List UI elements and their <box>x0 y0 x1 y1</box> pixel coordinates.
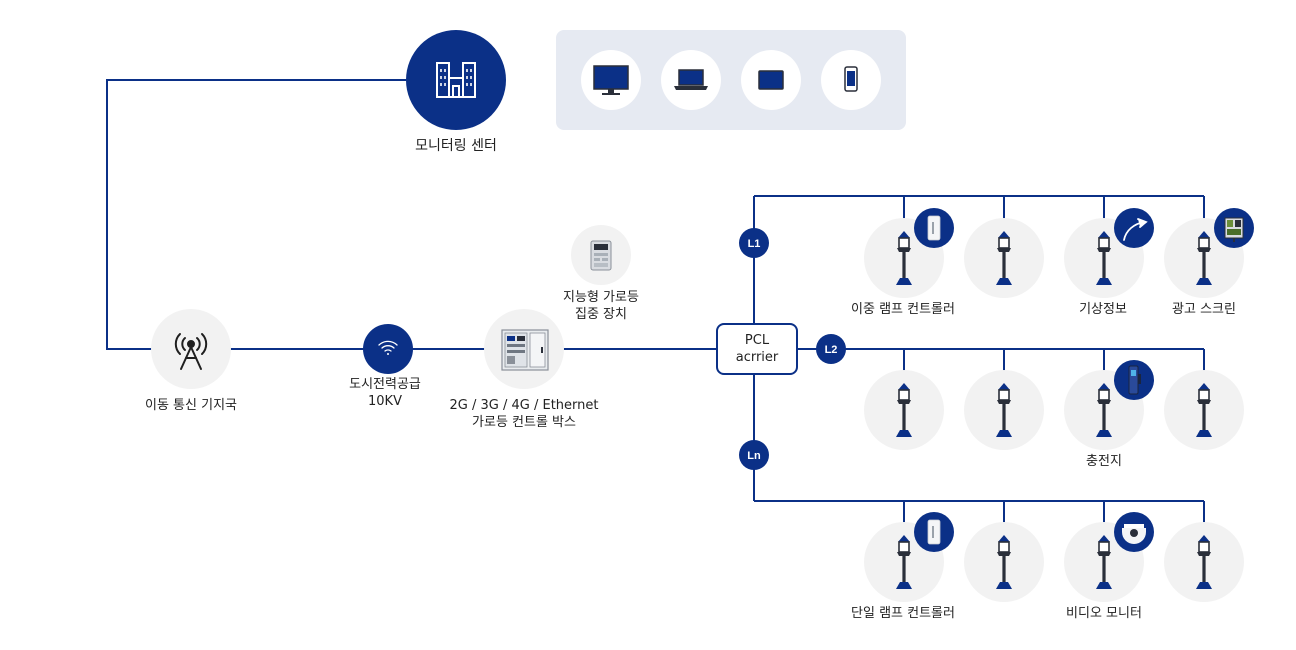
concentrator-label-line2: 집중 장치 <box>575 307 627 322</box>
building-icon <box>436 62 476 98</box>
monitoring-center-node <box>406 30 506 130</box>
ad-screen-icon <box>1224 217 1244 242</box>
line-badge-ln <box>739 440 769 470</box>
ad-screen-label: 광고 스크린 <box>1172 302 1236 317</box>
control-cabinet-icon <box>501 329 549 371</box>
line-badge-l1-label: L1 <box>748 238 761 250</box>
tablet-icon <box>758 70 784 90</box>
single-lamp-controller-badge <box>914 512 954 552</box>
single-lamp-controller-label: 단일 램프 컨트롤러 <box>851 606 955 621</box>
radio-tower-icon <box>174 333 208 370</box>
laptop-icon <box>674 69 708 90</box>
desktop-monitor-icon <box>593 65 629 95</box>
control-box-label-line2: 가로등 컨트롤 박스 <box>472 415 576 430</box>
meter-icon <box>590 240 612 271</box>
weather-info-badge <box>1114 208 1154 248</box>
weather-sensor-icon <box>1123 218 1148 241</box>
base-station-node <box>151 309 231 389</box>
video-monitor-badge <box>1114 512 1154 552</box>
weather-info-label: 기상정보 <box>1079 302 1127 317</box>
video-monitor-label: 비디오 모니터 <box>1066 606 1142 621</box>
line-badge-ln-label: Ln <box>747 450 761 462</box>
device-panel <box>556 30 906 130</box>
pcl-label-line1: PCL <box>744 333 770 348</box>
pcl-label-line2: acrrier <box>735 350 779 365</box>
charger-station-icon <box>1128 365 1141 395</box>
line-badge-l2 <box>816 334 846 364</box>
controller-device-icon <box>927 215 941 241</box>
controller-device-icon <box>927 519 941 545</box>
monitoring-center-label: 모니터링 센터 <box>415 138 497 154</box>
power-supply-node <box>363 324 413 374</box>
wifi-icon <box>378 340 398 355</box>
line-badge-l2-label: L2 <box>825 344 838 356</box>
control-box-node <box>484 309 564 389</box>
power-supply-label-line2: 10KV <box>368 394 402 409</box>
dome-camera-icon <box>1122 524 1146 544</box>
power-supply-label-line1: 도시전력공급 <box>349 377 421 392</box>
concentrator-label-line1: 지능형 가로등 <box>563 290 639 305</box>
line-badges <box>739 228 846 470</box>
pcl-carrier-box <box>716 323 798 375</box>
charger-badge <box>1114 360 1154 400</box>
concentrator-node <box>571 225 631 285</box>
charger-label: 충전지 <box>1086 454 1122 469</box>
line-badge-l1 <box>739 228 769 258</box>
dual-lamp-controller-badge <box>914 208 954 248</box>
base-station-label: 이동 통신 기지국 <box>145 398 237 413</box>
smartphone-icon <box>844 66 858 92</box>
control-box-label-line1: 2G / 3G / 4G / Ethernet <box>449 398 599 413</box>
connection-lines <box>106 79 1205 527</box>
dual-lamp-controller-label: 이중 램프 컨트롤러 <box>851 302 955 317</box>
ad-screen-badge <box>1214 208 1254 248</box>
